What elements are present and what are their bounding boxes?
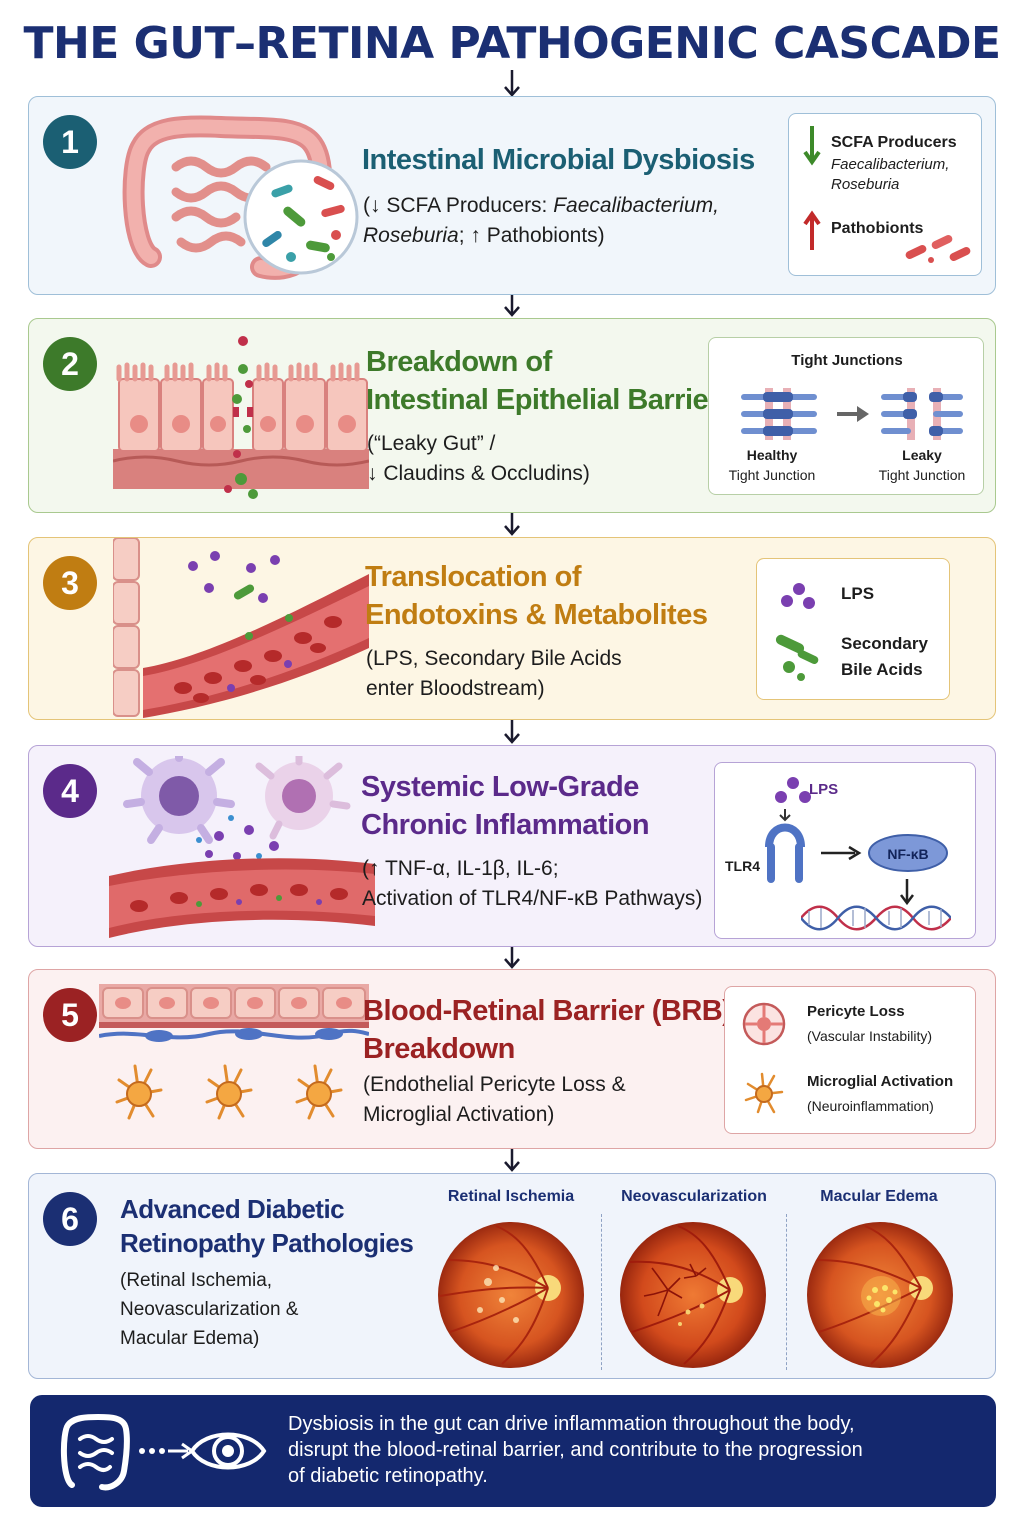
down-arrow-icon bbox=[504, 70, 520, 97]
step-number: 5 bbox=[43, 988, 97, 1042]
step-number: 1 bbox=[43, 115, 97, 169]
tight-junction-icon bbox=[741, 388, 963, 440]
lps-molecule-icon bbox=[775, 777, 811, 803]
fundus-neovascularization-image bbox=[620, 1222, 766, 1368]
step-heading: Translocation of Endotoxins & Metabolite… bbox=[365, 561, 708, 631]
step-number: 3 bbox=[43, 556, 97, 610]
brb-legend: Pericyte Loss (Vascular Instability) Mic… bbox=[724, 986, 976, 1134]
fundus-label-macular-edema: Macular Edema bbox=[820, 1188, 938, 1205]
summary-text: Dysbiosis in the gut can drive inflammat… bbox=[288, 1413, 863, 1487]
step-5-panel: 5 Blood-Retinal Barrier (BRB) Breakdown … bbox=[28, 969, 996, 1149]
tight-junction-comparison: Tight Junctions Healthy Tight Junction L… bbox=[708, 337, 984, 495]
bile-acid-icon bbox=[775, 634, 819, 681]
step-description: (↑ TNF-α, IL-1β, IL-6; Activation of TLR… bbox=[362, 857, 703, 910]
endotoxin-translocation-illustration bbox=[113, 538, 369, 718]
page-title: THE GUT–RETINA PATHOGENIC CASCADE bbox=[23, 18, 1001, 69]
step-heading: Advanced Diabetic Retinopathy Pathologie… bbox=[120, 1194, 414, 1258]
systemic-inflammation-illustration bbox=[109, 756, 375, 938]
divider bbox=[601, 1214, 602, 1370]
step-description: (Endothelial Pericyte Loss & Microglial … bbox=[363, 1073, 626, 1126]
scfa-pathobiont-legend: SCFA Producers Faecalibacterium, Rosebur… bbox=[788, 113, 982, 276]
nfkb-complex-icon bbox=[868, 834, 948, 872]
step-number: 2 bbox=[43, 337, 97, 391]
step-2-panel: 2 Breakdown of Intestinal Epithelial Bar… bbox=[28, 318, 996, 513]
tlr4-receptor-icon bbox=[765, 809, 805, 883]
step-heading: Systemic Low-Grade Chronic Inflammation bbox=[361, 771, 650, 841]
fundus-label-neovascularization: Neovascularization bbox=[621, 1188, 767, 1205]
down-arrow-icon bbox=[900, 879, 914, 906]
step-4-panel: 4 Systemic Low-Grade Chronic Inflammatio… bbox=[28, 745, 996, 947]
dna-helix-icon bbox=[801, 905, 951, 931]
intestine-microbiome-illustration bbox=[122, 115, 359, 280]
step-description: (↓ SCFA Producers: Faecalibacterium, Ros… bbox=[363, 194, 719, 247]
lps-molecule-icon bbox=[781, 583, 815, 609]
divider bbox=[786, 1214, 787, 1370]
step-description: (Retinal Ischemia, Neovascularization & … bbox=[120, 1270, 299, 1349]
step-3-panel: 3 Translocation of Endotoxins & Metaboli… bbox=[28, 537, 996, 720]
down-arrow-icon bbox=[803, 126, 821, 166]
down-arrow-icon bbox=[504, 1145, 520, 1172]
down-arrow-icon bbox=[504, 717, 520, 744]
step-heading: Intestinal Microbial Dysbiosis bbox=[362, 144, 755, 176]
step-description: (LPS, Secondary Bile Acids enter Bloodst… bbox=[366, 647, 622, 700]
fundus-ischemia-image bbox=[438, 1222, 584, 1368]
step-6-panel: 6 Advanced Diabetic Retinopathy Patholog… bbox=[28, 1173, 996, 1379]
step-number: 4 bbox=[43, 764, 97, 818]
fundus-macular-edema-image bbox=[807, 1222, 953, 1368]
summary-banner: Dysbiosis in the gut can drive inflammat… bbox=[30, 1395, 996, 1507]
step-1-panel: 1 Intestinal Microbial Dysbiosis (↓ SCFA… bbox=[28, 96, 996, 295]
up-arrow-icon bbox=[803, 210, 821, 250]
step-heading: Blood-Retinal Barrier (BRB) Breakdown bbox=[363, 995, 732, 1065]
down-arrow-icon bbox=[504, 509, 520, 536]
pericyte-icon bbox=[742, 1002, 786, 1046]
microglia-icon bbox=[744, 1072, 784, 1114]
fundus-label-ischemia: Retinal Ischemia bbox=[447, 1188, 575, 1205]
eye-icon bbox=[189, 1432, 267, 1470]
intestinal-epithelium-illustration bbox=[113, 336, 369, 499]
pathobiont-bacteria-icon bbox=[905, 235, 971, 263]
endotoxin-legend: LPS Secondary Bile Acids bbox=[756, 558, 950, 700]
tlr4-nfkb-pathway: LPS TLR4 NF-κB bbox=[714, 762, 976, 939]
step-heading: Breakdown of Intestinal Epithelial Barri… bbox=[366, 346, 719, 416]
step-number: 6 bbox=[43, 1192, 97, 1246]
step-description: (“Leaky Gut” / ↓ Claudins & Occludins) bbox=[367, 432, 590, 485]
right-arrow-icon bbox=[821, 845, 862, 861]
intestine-icon bbox=[60, 1413, 130, 1491]
blood-retinal-barrier-illustration bbox=[99, 984, 369, 1120]
